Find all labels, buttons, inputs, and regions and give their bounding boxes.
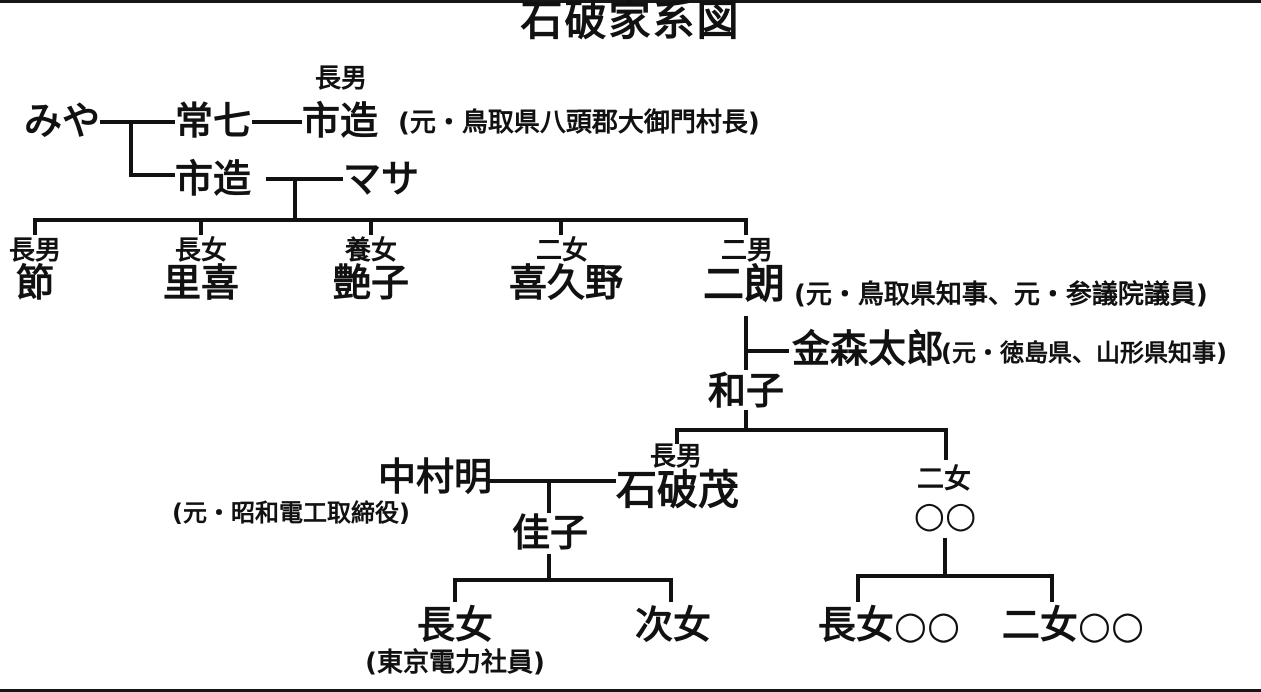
person-shigeru-jijo: 次女 (634, 603, 712, 647)
person-yoshiko: 佳子 (511, 511, 589, 555)
edge-tick-jijo (669, 578, 673, 602)
edge-tick-jiro (744, 218, 748, 235)
edge-tick-kikuno (559, 218, 563, 235)
edge-tick-tsuyako (369, 218, 373, 235)
relation-label-shigeru: 長男 (649, 442, 703, 472)
person-shigeru-ishiba: 石破茂 (616, 466, 739, 514)
edge-tick-nijo-nijo (1050, 574, 1054, 602)
person-nakamura-akira: 中村明 (378, 455, 493, 499)
relation-label-tsuyako: 養女 (344, 236, 398, 266)
person-kazuko: 和子 (708, 369, 785, 413)
note-shigeru-chojo: (東京電力社員) (365, 648, 545, 678)
edge-ichizo-masa (266, 177, 343, 181)
top-frame-line (0, 0, 1261, 3)
edge-stub-ichizo (129, 173, 175, 177)
person-setsu: 節 (15, 261, 55, 305)
diagram-title: 石破家系図 (520, 0, 741, 45)
edge-nakamura-shigeru (488, 479, 616, 483)
person-kikuno: 喜久野 (508, 261, 624, 305)
note-ichizo-elder: (元・鳥取県八頭郡大御門村長) (398, 108, 760, 138)
person-shigeru-chojo: 長女 (416, 603, 494, 647)
person-tsuneshichi: 常七 (175, 99, 252, 143)
edge-tick-riki (199, 218, 203, 235)
person-tsuyako: 艶子 (332, 261, 410, 305)
note-kanamori-taro: (元・徳島県、山形県知事) (941, 339, 1227, 367)
edge-tsuneshichi-ichizo-elder (252, 120, 302, 124)
edge-tick-chojo (453, 578, 457, 602)
note-nakamura-akira: (元・昭和電工取締役) (172, 499, 410, 527)
edge-miya-tsuneshichi (100, 120, 175, 124)
person-ichizo-elder: 市造 (302, 99, 379, 143)
person-jiro: 二朗 (703, 260, 785, 308)
person-ichizo: 市造 (175, 157, 252, 201)
edge-tick-second-daughter (944, 428, 948, 460)
person-nijo-chojo: 長女○○ (817, 603, 961, 647)
note-jiro: (元・鳥取県知事、元・参議院議員) (794, 280, 1208, 310)
person-riki: 里喜 (162, 261, 240, 305)
relation-label-setsu: 長男 (8, 236, 62, 266)
bottom-frame-line (0, 689, 1261, 692)
edge-drop-yoshiko (547, 479, 551, 513)
relation-label-jiro: 二男 (720, 236, 774, 266)
relation-label-riki: 長女 (174, 236, 228, 266)
edge-gen4-right-rail (856, 574, 1054, 578)
edge-riser-children (293, 177, 297, 222)
edge-jiro-kazuko (744, 316, 748, 370)
edge-stub-kanamori (744, 349, 789, 353)
relation-label-chonan-1: 長男 (314, 64, 368, 94)
edge-sibling-rail (33, 218, 748, 222)
relation-label-second-daughter: 二女 (917, 464, 971, 495)
person-kanamori-taro: 金森太郎 (792, 327, 945, 371)
edge-tick-nijo-chojo (856, 574, 860, 602)
relation-label-kikuno: 二女 (535, 236, 589, 266)
edge-second-daughter-drop (943, 538, 947, 578)
person-nijo-nijo: 二女○○ (1001, 603, 1145, 647)
edge-drop-to-ichizo (129, 120, 133, 177)
person-miya: みや (24, 99, 101, 143)
edge-gen4-left-rail (453, 578, 673, 582)
person-second-daughter-anonymized: ○○ (913, 495, 977, 536)
edge-kazuko-drop (744, 410, 748, 432)
edge-tick-shigeru (675, 428, 679, 444)
edge-yoshiko-drop (547, 554, 551, 582)
edge-gen3-rail (675, 428, 948, 432)
edge-tick-setsu (33, 218, 37, 235)
person-masa: マサ (343, 157, 420, 201)
